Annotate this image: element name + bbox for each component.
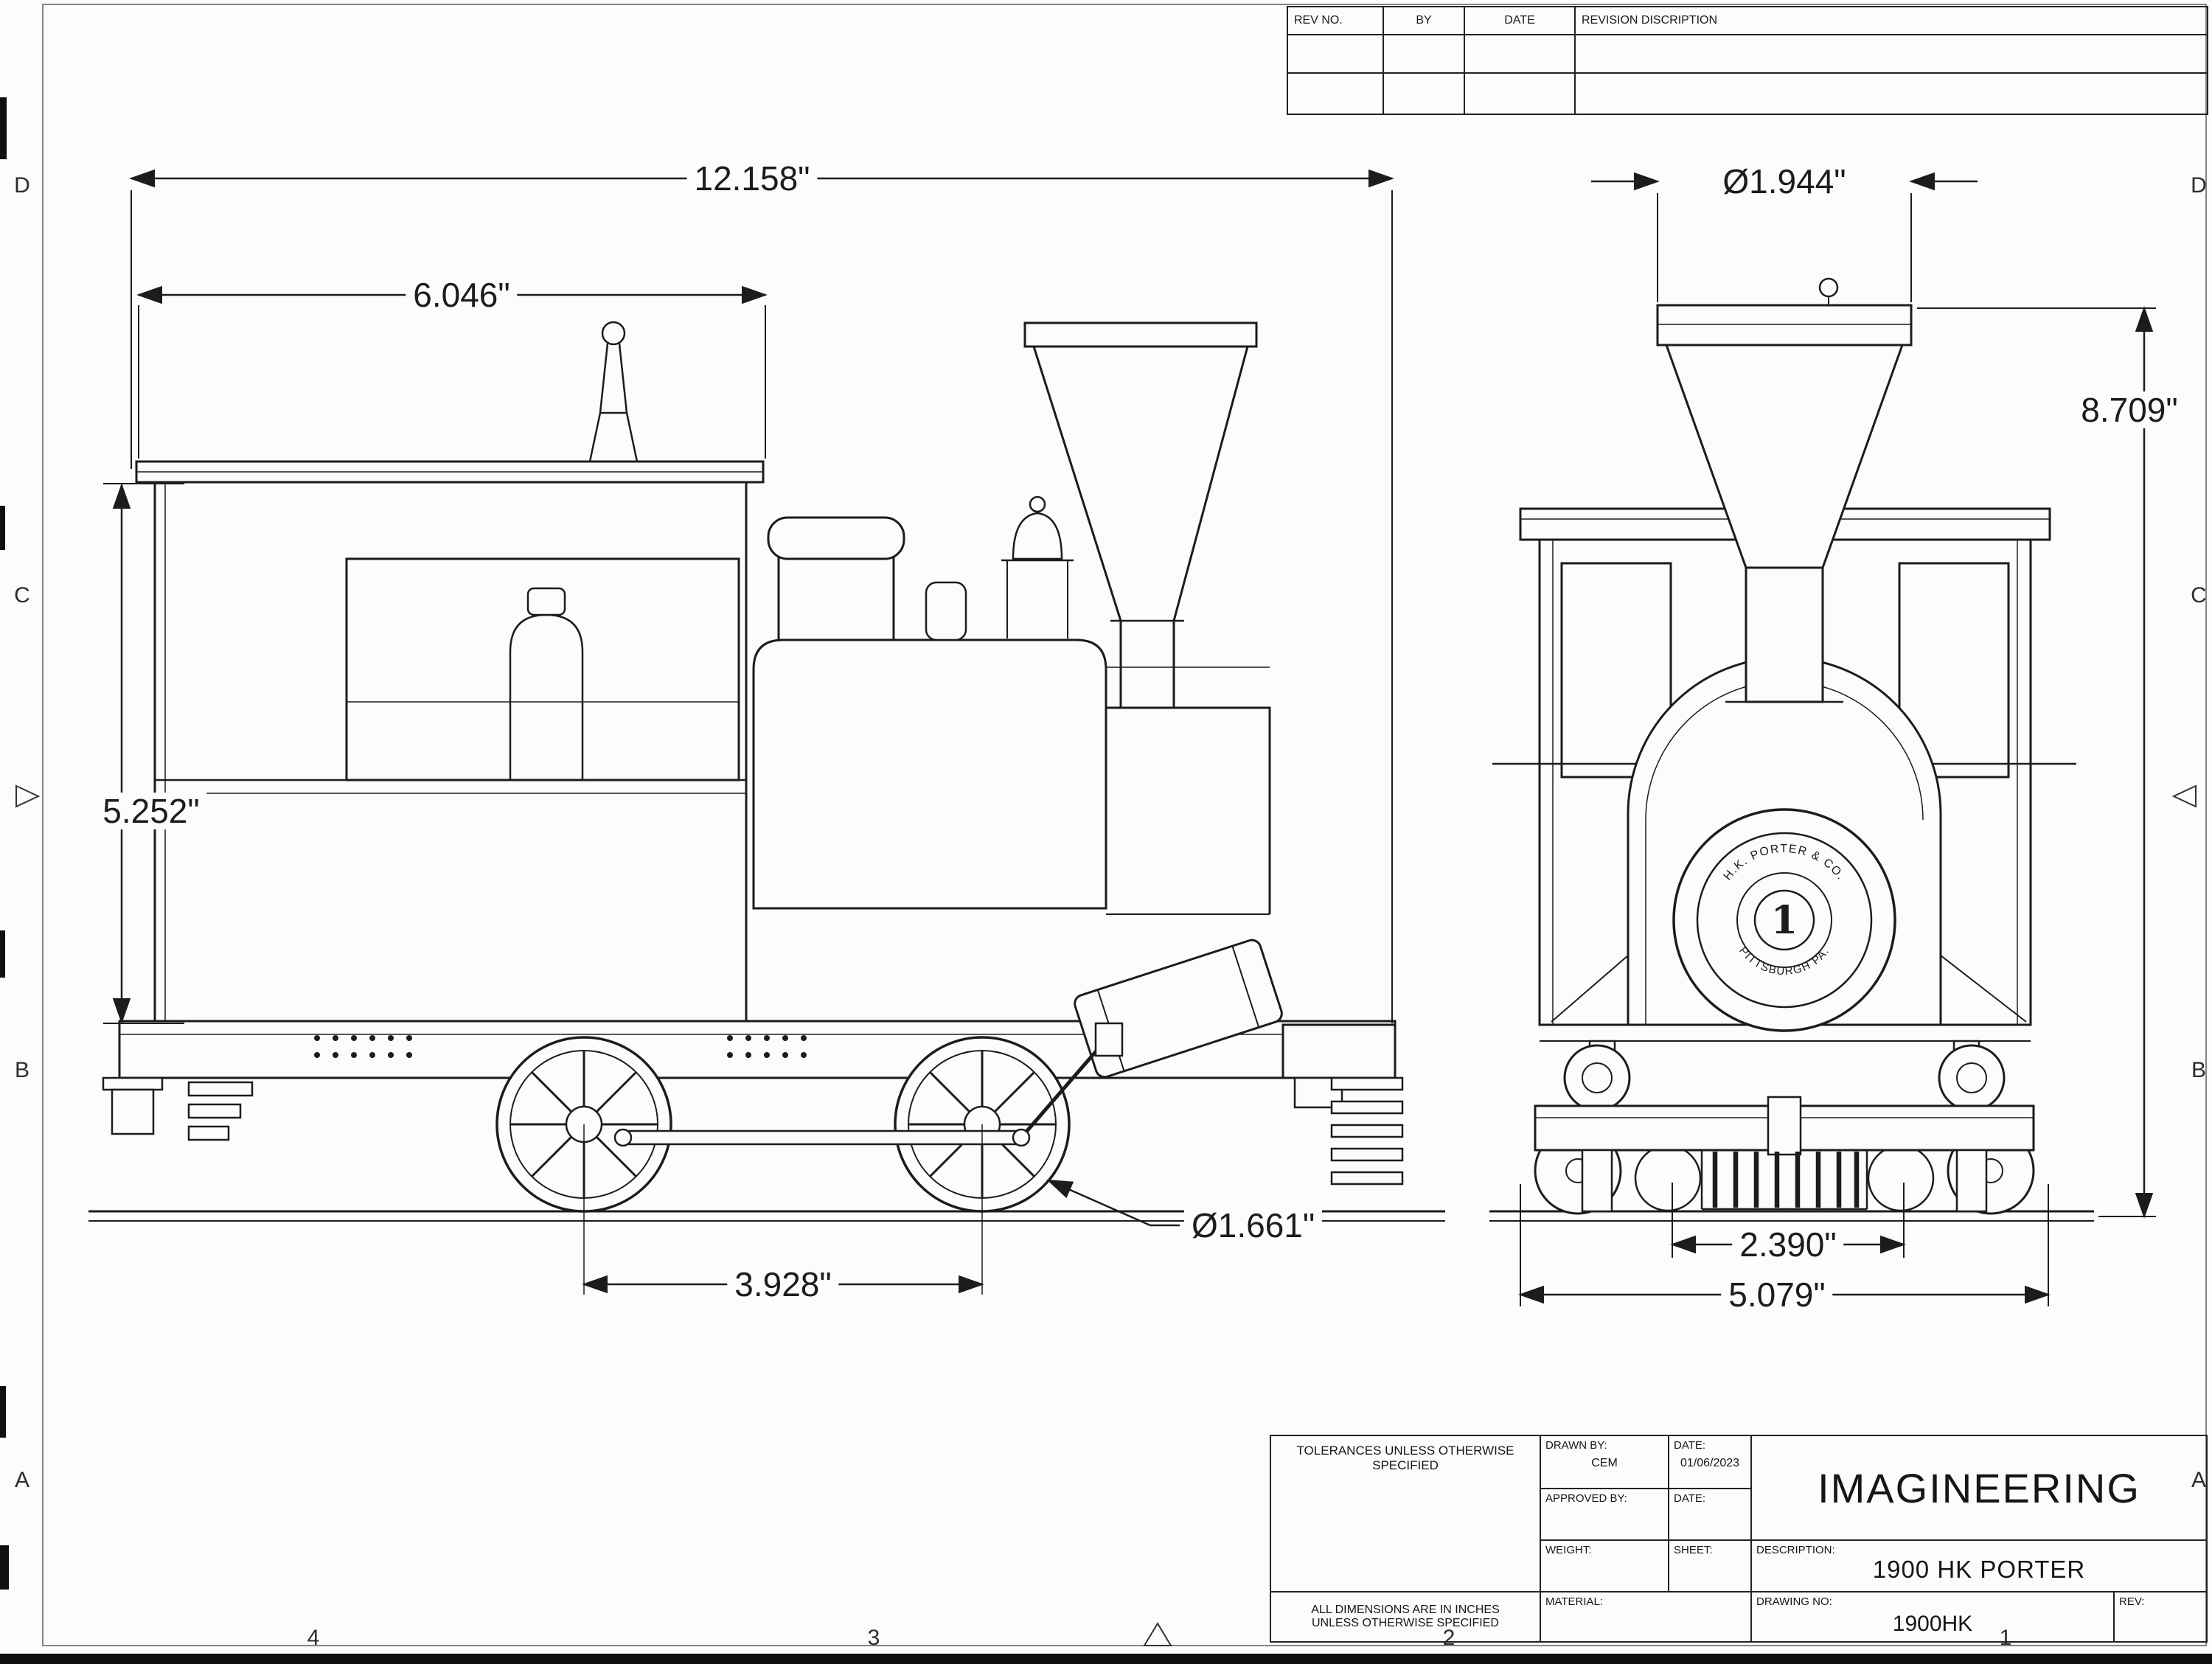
zone-right-d: D [2191,173,2207,198]
dim-cab-height: 5.252" [95,793,207,829]
weight-cell: WEIGHT: [1541,1541,1669,1592]
zone-bottom-2: 2 [1442,1626,1455,1650]
revision-cell-empty [1576,74,2207,114]
revision-cell-empty [1288,35,1384,72]
zone-bottom-4: 4 [307,1626,320,1650]
company-name-text: IMAGINEERING [1818,1464,2140,1511]
revision-header-by: BY [1384,7,1465,34]
description-label: DESCRIPTION: [1756,1544,1835,1556]
drawing-no-cell: DRAWING NO: 1900HK [1752,1592,2115,1641]
zone-bottom-1: 1 [1999,1626,2012,1650]
dimension-lines [103,169,2156,1306]
company-name: IMAGINEERING [1752,1436,2206,1541]
dim-stack-diameter: Ø1.944" [1715,163,1854,200]
revision-table: REV NO. BY DATE REVISION DISCRIPTION [1287,6,2208,115]
approved-by-cell: APPROVED BY: [1541,1489,1669,1541]
description-value: 1900 HK PORTER [1872,1556,2086,1583]
drawn-by-cell: DRAWN BY: CEM [1541,1436,1669,1489]
dim-driver-diameter: Ø1.661" [1184,1207,1323,1244]
revision-cell-empty [1384,35,1465,72]
approved-date-label: DATE: [1674,1492,1706,1505]
revision-cell-empty [1576,35,2207,72]
revision-empty-row [1288,74,2207,114]
drawn-date-cell: DATE: 01/06/2023 [1669,1436,1752,1489]
drawing-no-value: 1900HK [1892,1612,1973,1636]
drawing-no-row: DRAWING NO: 1900HK REV: [1752,1592,2206,1641]
revision-empty-row [1288,35,2207,74]
zone-right-c: C [2191,583,2207,608]
dim-cab-length: 6.046" [406,276,518,313]
material-label: MATERIAL: [1545,1595,1604,1608]
revision-header-row: REV NO. BY DATE REVISION DISCRIPTION [1288,7,2207,35]
revision-cell-empty [1288,74,1384,114]
title-block: TOLERANCES UNLESS OTHERWISE SPECIFIED AL… [1270,1435,2208,1643]
dim-overall-width: 5.079" [1721,1276,1833,1313]
weight-label: WEIGHT: [1545,1544,1592,1556]
revision-header-revno: REV NO. [1288,7,1384,34]
side-view-locomotive [88,321,1445,1222]
number-plate: 1 [1771,898,1798,943]
zone-bottom-3: 3 [867,1626,880,1650]
material-cell: MATERIAL: [1541,1592,1752,1641]
smokebox-door: H.K. PORTER & CO. PITTSBURGH PA. 1 [1672,808,1896,1032]
drawn-by-value: CEM [1591,1457,1618,1469]
revision-header-description: REVISION DISCRIPTION [1582,14,1718,27]
front-view-locomotive: H.K. PORTER & CO. PITTSBURGH PA. 1 [1489,277,2094,1222]
dim-track-gauge: 2.390" [1732,1226,1844,1263]
description-cell: DESCRIPTION: 1900 HK PORTER [1752,1541,2206,1592]
dim-overall-length: 12.158" [686,160,818,197]
revision-cell-empty [1384,74,1465,114]
revision-cell-empty [1465,35,1576,72]
scan-artifacts [0,97,2212,1664]
sheet-cell: SHEET: [1669,1541,1752,1592]
tolerances-cell: TOLERANCES UNLESS OTHERWISE SPECIFIED [1271,1436,1541,1592]
units-note-text: ALL DIMENSIONS ARE IN INCHES UNLESS OTHE… [1311,1604,1500,1629]
drawn-date-value: 01/06/2023 [1680,1457,1740,1469]
dim-overall-height: 8.709" [2073,391,2185,428]
zone-left-c: C [14,583,30,608]
drawing-no-label: DRAWING NO: [1756,1595,1832,1608]
sheet-border [15,4,2207,1646]
zone-left-b: B [14,1058,30,1082]
rev-label: REV: [2119,1595,2145,1608]
revision-cell-empty [1465,74,1576,114]
drawn-date-label: DATE: [1674,1439,1706,1452]
zone-right-b: B [2191,1058,2207,1082]
tolerances-text: TOLERANCES UNLESS OTHERWISE SPECIFIED [1296,1444,1514,1472]
rev-cell: REV: [2115,1592,2206,1641]
revision-header-date: DATE [1465,7,1576,34]
dim-wheelbase: 3.928" [727,1266,839,1303]
zone-left-d: D [14,173,30,198]
units-note-cell: ALL DIMENSIONS ARE IN INCHES UNLESS OTHE… [1271,1592,1541,1641]
zone-left-a: A [14,1468,30,1492]
zone-right-a: A [2191,1468,2207,1492]
drawn-by-label: DRAWN BY: [1545,1439,1607,1452]
approved-date-cell: DATE: [1669,1489,1752,1541]
sheet-label: SHEET: [1674,1544,1713,1556]
approved-by-label: APPROVED BY: [1545,1492,1627,1505]
